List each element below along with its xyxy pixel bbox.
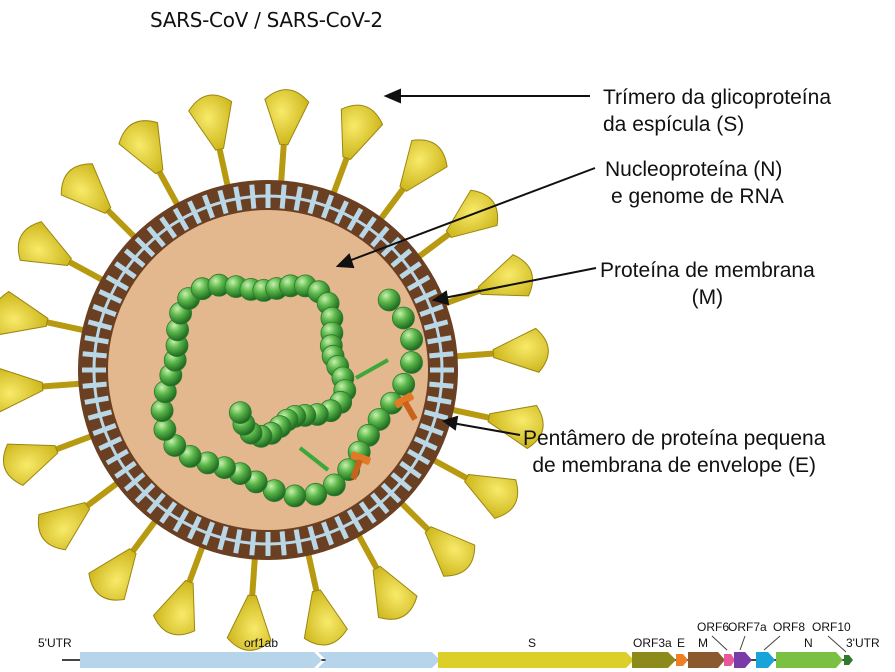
gene-label-s: S xyxy=(528,636,536,650)
nucleocapsid-bead xyxy=(284,485,306,507)
nucleocapsid-bead xyxy=(392,307,414,329)
gene-n xyxy=(776,652,843,668)
spike-head xyxy=(456,459,525,524)
utr3-label: 3'UTR xyxy=(846,636,880,650)
membrane-label-line2: (M) xyxy=(600,284,815,311)
envelope-label-line1: Pentâmero de proteína pequena xyxy=(523,425,825,452)
spike xyxy=(285,543,349,649)
spike-head xyxy=(295,586,350,649)
gene-label-orf10: ORF10 xyxy=(812,620,851,634)
gene-orf7a xyxy=(734,652,752,668)
nucleocapsid-bead xyxy=(393,373,415,395)
spike-head xyxy=(0,289,52,344)
spike-head xyxy=(186,91,241,154)
gene-label-orf7a: ORF7a xyxy=(728,620,767,634)
orf10-leader xyxy=(828,636,846,652)
gene-m xyxy=(688,652,725,668)
gene-orf10 xyxy=(844,655,853,665)
spike-head xyxy=(11,216,80,281)
gene-label-m: M xyxy=(698,636,708,650)
membrane-label: Proteína de membrana (M) xyxy=(600,257,815,311)
spike-head xyxy=(326,99,386,166)
spike xyxy=(0,361,88,412)
gene-s xyxy=(438,652,634,668)
nucleo-label-line1: Nucleoproteína (N) xyxy=(605,156,784,183)
gene-label-orf8: ORF8 xyxy=(773,620,805,634)
gene-label-e: E xyxy=(677,636,685,650)
gene-orf3a xyxy=(632,652,676,668)
spike-head xyxy=(82,538,150,608)
spike-label: Trímero da glicoproteína da espícula (S) xyxy=(603,84,831,138)
spike-head xyxy=(0,365,44,413)
gene-orf6 xyxy=(724,654,735,666)
gene-label-n: N xyxy=(804,636,813,650)
utr5-label: 5'UTR xyxy=(38,636,72,650)
spike xyxy=(448,328,550,379)
gene-orf1ab-part2 xyxy=(318,652,440,668)
spike-head xyxy=(30,488,100,556)
spike-label-line1: Trímero da glicoproteína xyxy=(603,84,831,111)
nucleocapsid-bead xyxy=(305,483,327,505)
spike-head xyxy=(150,574,210,641)
genome-map xyxy=(62,636,853,668)
envelope-label-line2: de membrana de envelope (E) xyxy=(523,452,825,479)
nucleocapsid-bead xyxy=(229,402,251,424)
gene-label-orf6: ORF6 xyxy=(697,620,729,634)
nucleocapsid-bead xyxy=(401,352,423,374)
nucleocapsid-bead xyxy=(378,289,400,311)
gene-label-orf3a: ORF3a xyxy=(633,636,672,650)
figure-title: SARS-CoV / SARS-CoV-2 xyxy=(150,8,383,32)
orf6-leader xyxy=(712,636,727,650)
spike-head xyxy=(0,429,64,490)
nucleocapsid-bead xyxy=(401,329,423,351)
spike-head xyxy=(386,132,454,202)
spike-head xyxy=(262,88,310,146)
spike xyxy=(259,88,310,190)
gene-e xyxy=(676,654,688,666)
orf8-leader xyxy=(764,636,780,650)
spike-head xyxy=(492,328,550,376)
spike xyxy=(186,91,250,197)
envelope-label: Pentâmero de proteína pequena de membran… xyxy=(523,425,825,479)
gene-orf1ab-part1 xyxy=(80,652,322,668)
nucleocapsid-bead xyxy=(151,400,173,422)
nucleo-label: Nucleoproteína (N) e genome de RNA xyxy=(605,156,784,210)
nucleo-label-line2: e genome de RNA xyxy=(605,183,784,210)
nucleocapsid-bead xyxy=(154,419,176,441)
spike-label-line2: da espícula (S) xyxy=(603,111,831,138)
spike-head xyxy=(114,113,179,182)
spike-arrowhead xyxy=(386,90,400,102)
spike-head xyxy=(435,184,505,252)
membrane-label-line1: Proteína de membrana xyxy=(600,257,815,284)
orf7a-leader xyxy=(740,636,745,650)
spike-head xyxy=(357,558,422,627)
gene-orf8 xyxy=(756,652,775,668)
gene-label-orf1ab: orf1ab xyxy=(244,636,278,650)
